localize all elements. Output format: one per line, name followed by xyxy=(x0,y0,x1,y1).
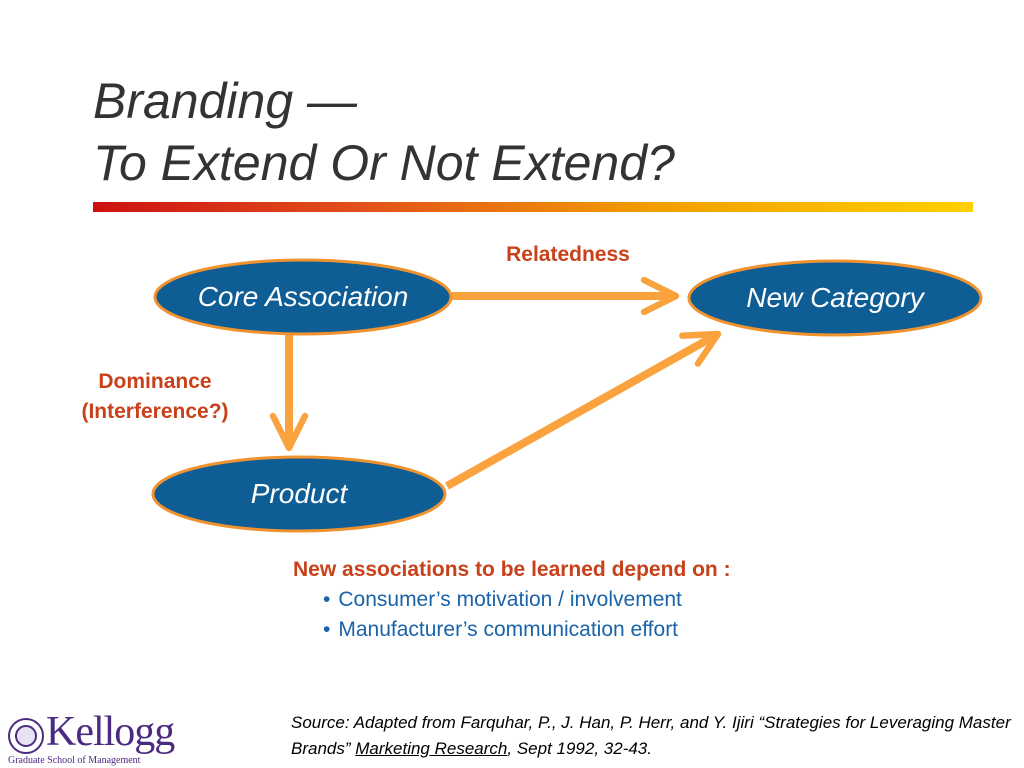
source-suffix: , Sept 1992, 32-43. xyxy=(507,739,652,758)
notes-list: Consumer’s motivation / involvement Manu… xyxy=(293,585,731,645)
node-core-association-label: Core Association xyxy=(197,281,409,312)
source-prefix: Source: Adapted from Farquhar, P., J. Ha… xyxy=(291,713,1011,758)
source-citation: Source: Adapted from Farquhar, P., J. Ha… xyxy=(291,710,1011,762)
notes-block: New associations to be learned depend on… xyxy=(293,555,731,645)
node-product-label: Product xyxy=(250,478,348,509)
notes-heading: New associations to be learned depend on… xyxy=(293,558,731,581)
edge-label-dominance-line2: (Interference?) xyxy=(81,400,229,423)
edge-label-dominance-line1: Dominance xyxy=(98,370,212,393)
arrow-product-to-category xyxy=(445,330,722,490)
title-gradient-rule xyxy=(93,202,973,212)
node-new-category-label: New Category xyxy=(746,282,924,313)
logo-wordmark: Kellogg xyxy=(46,709,175,755)
edge-label-relatedness: Relatedness xyxy=(506,243,630,266)
kellogg-logo: Kellogg Graduate School of Management xyxy=(6,709,175,766)
edge-label-dominance: Dominance (Interference?) xyxy=(55,367,255,427)
title-line-1: Branding — xyxy=(93,73,358,129)
title-line-2: To Extend Or Not Extend? xyxy=(93,135,675,191)
source-journal: Marketing Research xyxy=(355,739,508,758)
node-new-category xyxy=(687,259,983,337)
notes-item-motivation: Consumer’s motivation / involvement xyxy=(323,585,731,615)
university-seal-icon xyxy=(8,718,44,754)
notes-item-communication: Manufacturer’s communication effort xyxy=(323,615,731,645)
node-product xyxy=(151,455,447,533)
logo-subtitle: Graduate School of Management xyxy=(8,755,141,766)
node-core-association xyxy=(153,258,453,336)
slide-title: Branding — To Extend Or Not Extend? xyxy=(93,70,675,194)
